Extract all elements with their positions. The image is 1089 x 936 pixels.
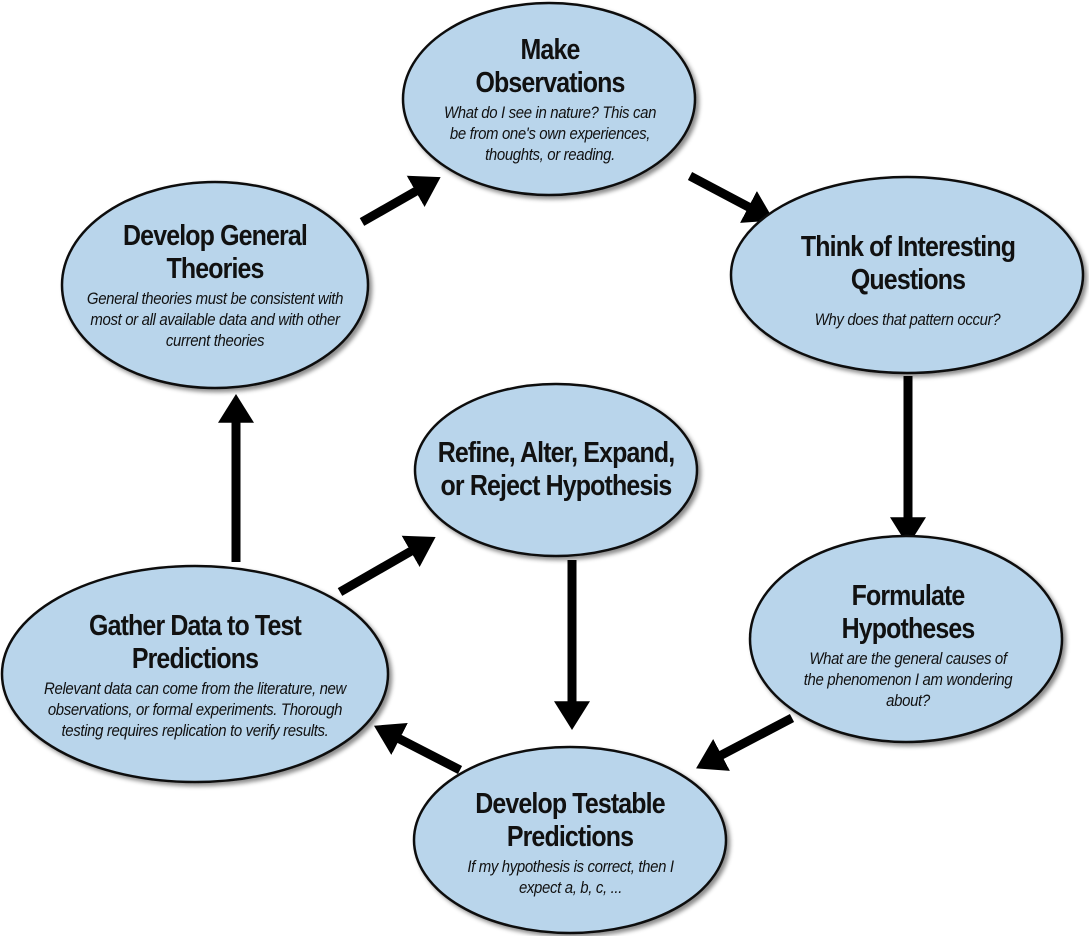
arrow-observations-to-questions: [687, 172, 774, 223]
node-title: Make Observations: [475, 33, 625, 99]
arrow-gather-to-refine: [337, 535, 436, 596]
node-description: What do I see in nature? This can be fro…: [443, 102, 657, 164]
node-title: Refine, Alter, Expand, or Reject Hypothe…: [437, 437, 675, 502]
node-title: Gather Data to Test Predictions: [89, 609, 302, 675]
node-refine-hypothesis: Refine, Alter, Expand, or Reject Hypothe…: [430, 400, 682, 540]
node-description: If my hypothesis is correct, then I expe…: [466, 857, 674, 897]
node-predictions-shape: [412, 745, 728, 935]
node-develop-testable-predictions: Develop Testable Predictions If my hypot…: [430, 768, 710, 918]
node-refine-shape: [413, 382, 699, 558]
node-observations-shape: [401, 1, 697, 197]
node-title: Think of Interesting Questions: [800, 230, 1015, 296]
node-description: Why does that pattern occur?: [814, 309, 1001, 329]
node-description: General theories must be consistent with…: [86, 288, 344, 350]
node-gather-shape: [0, 564, 390, 784]
node-think-of-questions: Think of Interesting Questions Why does …: [745, 205, 1070, 355]
node-gather-data: Gather Data to Test Predictions Relevant…: [20, 575, 370, 775]
node-develop-general-theories: Develop General Theories General theorie…: [70, 190, 360, 380]
node-theories-shape: [60, 180, 370, 390]
node-description: Relevant data can come from the literatu…: [44, 678, 346, 740]
arrow-predictions-to-gather: [373, 722, 463, 775]
node-title: Develop General Theories: [123, 219, 308, 285]
node-hypotheses-shape: [748, 534, 1064, 744]
arrow-theories-to-observations: [359, 175, 441, 226]
node-formulate-hypotheses: Formulate Hypotheses What are the genera…: [770, 560, 1045, 730]
node-make-observations: Make Observations What do I see in natur…: [425, 14, 675, 184]
node-description: What are the general causes of the pheno…: [803, 648, 1012, 710]
arrow-hypotheses-to-predictions: [696, 714, 795, 771]
node-questions-shape: [729, 175, 1085, 375]
node-title: Formulate Hypotheses: [841, 579, 975, 645]
node-title: Develop Testable Predictions: [475, 788, 665, 853]
